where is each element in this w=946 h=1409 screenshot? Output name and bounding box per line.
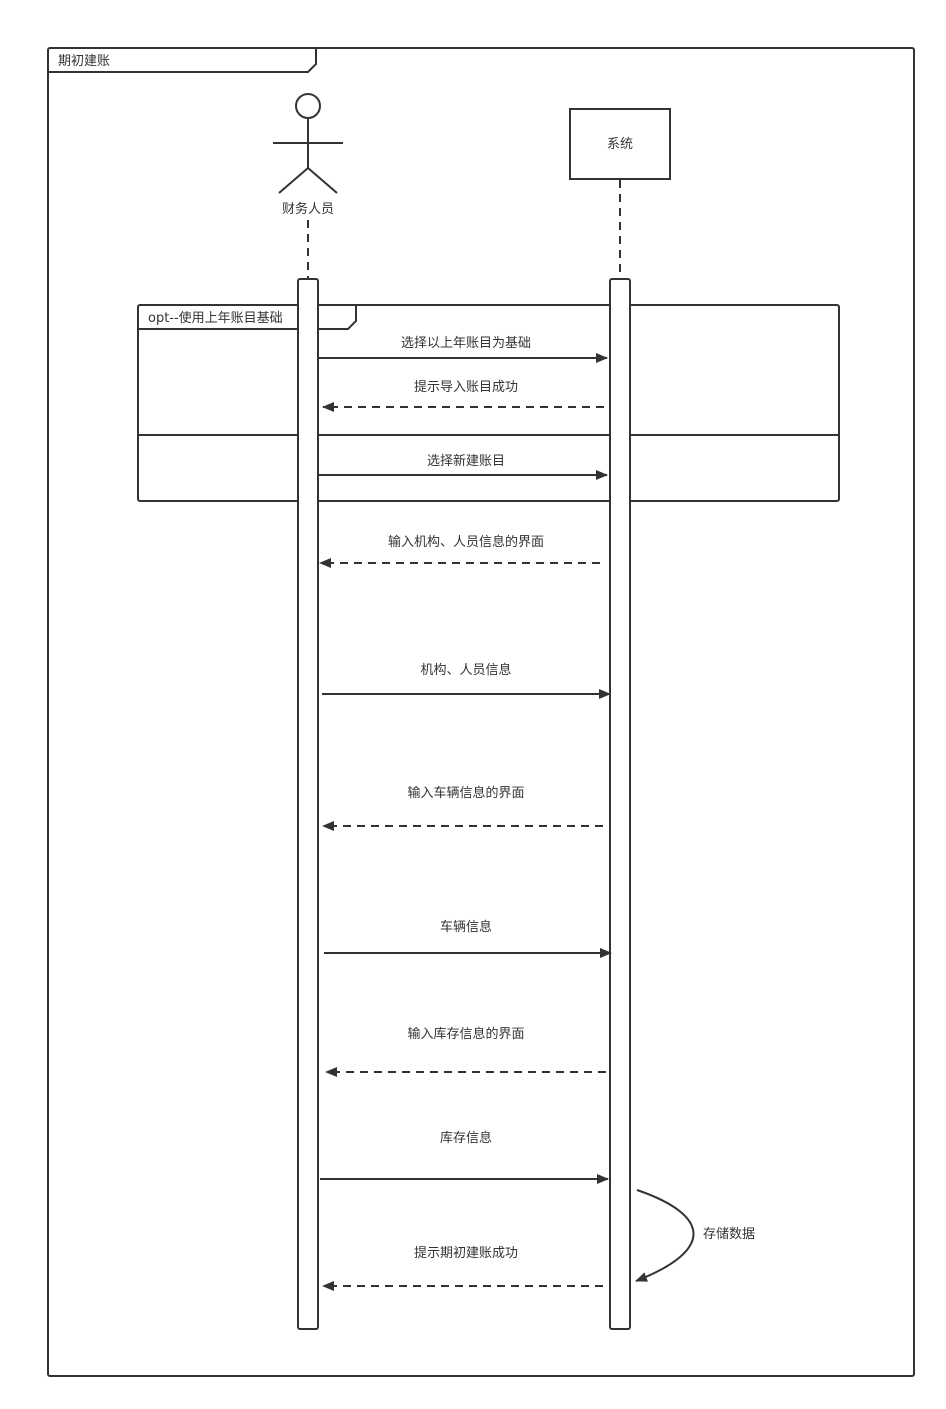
sequence-frame: 期初建账 — [47, 47, 915, 1377]
message-label-8: 输入库存信息的界面 — [407, 1026, 524, 1042]
system-label: 系统 — [607, 137, 633, 152]
system-box — [569, 108, 671, 180]
self-message-arrow — [635, 1189, 695, 1282]
actor-figure — [273, 93, 343, 194]
actor-label: 财务人员 — [282, 201, 334, 217]
message-label-9: 库存信息 — [440, 1130, 492, 1146]
message-label-10: 提示期初建账成功 — [414, 1245, 518, 1261]
message-label-1: 选择以上年账目为基础 — [401, 336, 531, 351]
system-activation-bar — [609, 278, 631, 1330]
message-label-2: 提示导入账目成功 — [414, 379, 518, 395]
message-label-5: 机构、人员信息 — [420, 662, 511, 678]
message-label-4: 输入机构、人员信息的界面 — [388, 534, 544, 550]
opt-label: opt--使用上年账目基础 — [148, 310, 283, 326]
actor-activation-bar — [297, 278, 319, 1330]
message-label-3: 选择新建账目 — [427, 453, 505, 469]
self-message-label: 存储数据 — [703, 1227, 755, 1242]
opt-fragment — [137, 304, 840, 502]
frame-title: 期初建账 — [58, 54, 110, 69]
message-label-7: 车辆信息 — [440, 919, 492, 935]
message-label-6: 输入车辆信息的界面 — [407, 785, 524, 801]
